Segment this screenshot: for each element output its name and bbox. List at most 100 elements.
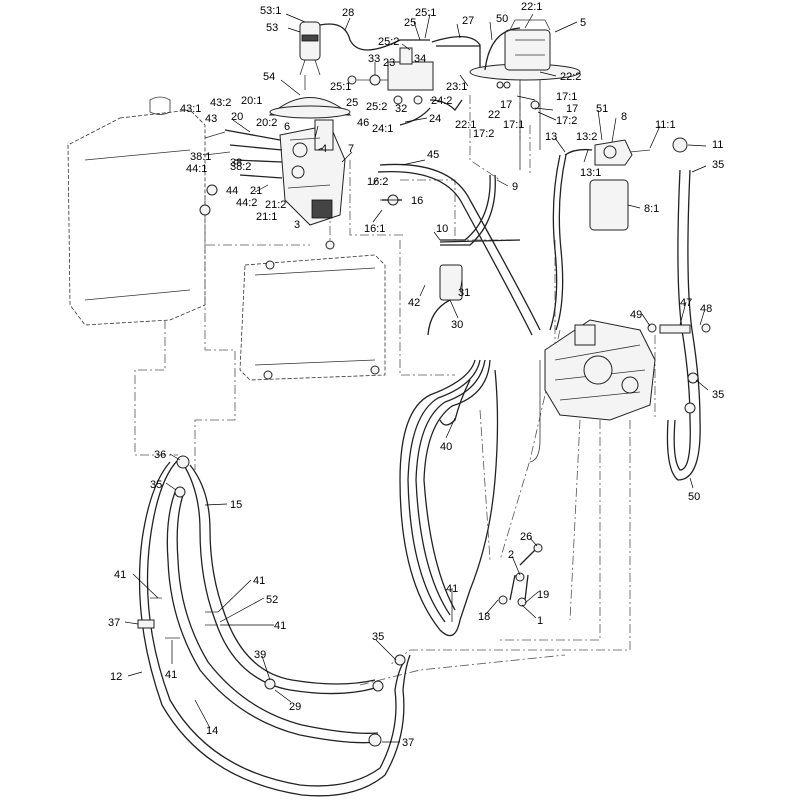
callout-21-2: 21:2	[265, 199, 286, 211]
callout-22-2: 22:2	[560, 71, 581, 83]
callout-38: 38	[230, 157, 242, 169]
callout-25-2-b: 25:2	[366, 101, 387, 113]
callout-19: 19	[537, 589, 549, 601]
callout-35-b: 35	[712, 389, 724, 401]
callout-16-2: 16:2	[367, 176, 388, 188]
callout-21: 21	[250, 185, 262, 197]
callout-25-b: 25	[346, 97, 358, 109]
callout-50-top: 50	[496, 13, 508, 25]
callout-7: 7	[348, 143, 354, 155]
callout-46: 46	[357, 117, 369, 129]
radiator-panel	[239, 240, 386, 381]
callout-38-1: 38:1	[190, 151, 211, 163]
callout-35-c: 35	[150, 479, 162, 491]
fuel-filter	[564, 137, 688, 231]
callout-12: 12	[110, 671, 122, 683]
callout-13-2: 13:2	[576, 131, 597, 143]
callout-21-1: 21:1	[256, 211, 277, 223]
callout-25-1: 25:1	[415, 7, 436, 19]
callout-34: 34	[414, 53, 426, 65]
callout-17-2-b: 17:2	[473, 128, 494, 140]
callout-6: 6	[284, 121, 290, 133]
callout-45: 45	[427, 149, 439, 161]
callout-42: 42	[408, 297, 420, 309]
callout-1: 1	[537, 615, 543, 627]
callout-48: 48	[700, 303, 712, 315]
callout-3: 3	[294, 219, 300, 231]
callout-41-d: 41	[274, 620, 286, 632]
callout-18: 18	[478, 611, 490, 623]
callout-50-bottom: 50	[688, 491, 700, 503]
callout-22-1: 22:1	[521, 1, 542, 13]
callout-36: 36	[154, 449, 166, 461]
callout-30: 30	[451, 319, 463, 331]
callout-24-1: 24:1	[372, 123, 393, 135]
callout-53: 53	[266, 22, 278, 34]
callout-17-a: 17	[500, 99, 512, 111]
callout-23: 23	[383, 57, 395, 69]
callout-43-2: 43:2	[210, 97, 231, 109]
callout-25-2: 25:2	[378, 36, 399, 48]
callout-27: 27	[462, 15, 474, 27]
callout-43-1: 43:1	[180, 103, 201, 115]
callout-41-b: 41	[253, 575, 265, 587]
callout-44-2: 44:2	[236, 197, 257, 209]
callout-37-a: 37	[108, 617, 120, 629]
callout-43: 43	[205, 113, 217, 125]
callout-8: 8	[621, 111, 627, 123]
callout-25-1-b: 25:1	[330, 81, 351, 93]
callout-39: 39	[254, 649, 266, 661]
callout-20-2: 20:2	[256, 117, 277, 129]
lower-hoses	[137, 455, 411, 797]
callout-14: 14	[206, 725, 218, 737]
callout-29: 29	[289, 701, 301, 713]
callout-31: 31	[458, 287, 470, 299]
callout-32: 32	[395, 103, 407, 115]
callout-17-1: 17:1	[556, 91, 577, 103]
callout-25: 25	[404, 17, 416, 29]
callout-13: 13	[545, 131, 557, 143]
callout-4: 4	[321, 143, 327, 155]
callout-16: 16	[411, 195, 423, 207]
callout-44-1: 44:1	[186, 163, 207, 175]
callout-38-2: 38:2	[230, 161, 251, 173]
callout-33: 33	[368, 53, 380, 65]
callout-17-1-b: 17:1	[503, 119, 524, 131]
callout-28: 28	[342, 7, 354, 19]
leader-lines	[124, 13, 709, 743]
callout-53-1: 53:1	[260, 5, 281, 17]
callout-10: 10	[436, 223, 448, 235]
callout-44: 44	[226, 185, 238, 197]
callout-37-b: 37	[402, 737, 414, 749]
return-hose-right	[647, 169, 711, 481]
hoses-middle	[377, 154, 567, 336]
callout-11-1: 11:1	[655, 119, 676, 131]
callout-52: 52	[266, 594, 278, 606]
callout-2: 2	[508, 549, 514, 561]
callout-40: 40	[440, 441, 452, 453]
callout-51: 51	[596, 103, 608, 115]
callout-49: 49	[630, 309, 642, 321]
callout-8-1: 8:1	[644, 203, 659, 215]
fuel-lines-bundle	[399, 359, 543, 637]
callout-41-e: 41	[165, 669, 177, 681]
filter-head-assembly	[199, 119, 346, 226]
callout-labels: 53:1 28 53 25:1 25 27 50 22:1 5 25:2 34 …	[108, 1, 724, 749]
fuel-pump-module	[469, 19, 581, 170]
callout-17-b: 17	[566, 103, 578, 115]
callout-23-1: 23:1	[446, 81, 467, 93]
callout-9: 9	[512, 181, 518, 193]
callout-15: 15	[230, 499, 242, 511]
callout-26: 26	[520, 531, 532, 543]
callout-11: 11	[712, 139, 723, 151]
upper-fittings	[268, 21, 511, 126]
callout-20-1: 20:1	[241, 95, 262, 107]
callout-24: 24	[429, 113, 441, 125]
callout-54: 54	[263, 71, 275, 83]
callout-41-a: 41	[114, 569, 126, 581]
callout-17-2: 17:2	[556, 115, 577, 127]
callout-5: 5	[580, 17, 586, 29]
callout-47: 47	[680, 297, 692, 309]
